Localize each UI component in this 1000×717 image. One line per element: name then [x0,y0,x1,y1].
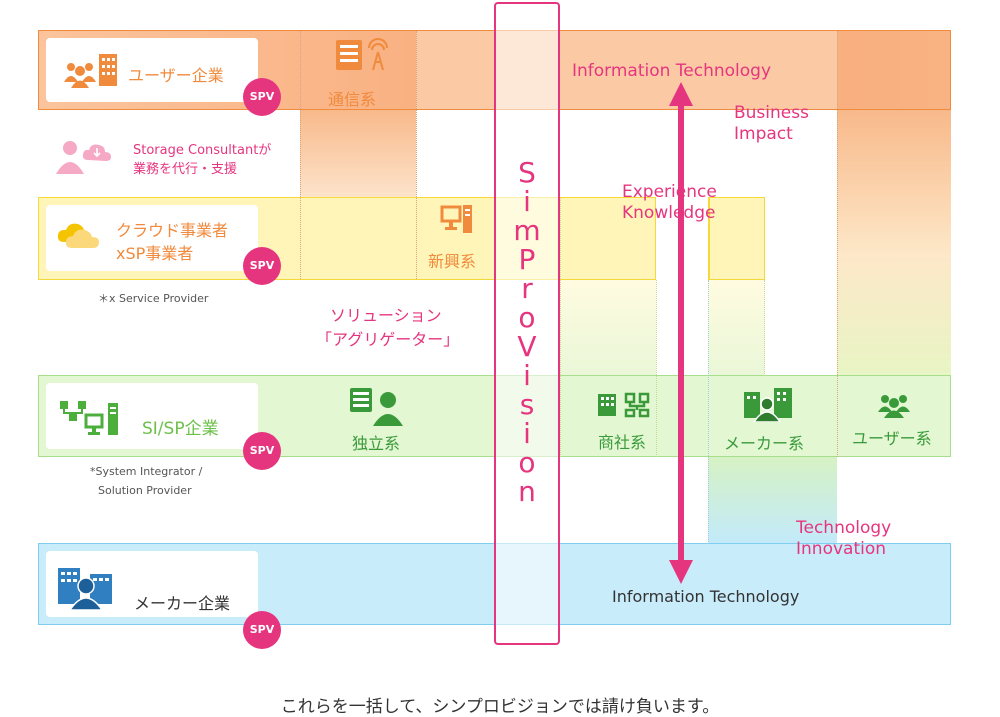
maker-building-person-icon [58,568,112,610]
simprovision-text: S i m P r o V i s i o n [512,158,542,506]
column-shinko: 新興系 [428,252,477,271]
maker-gradient [708,280,765,376]
telecom-server-antenna-icon [336,38,388,71]
tech-innovation-label-1: Technology [796,518,892,538]
simprovision-letter: P [518,243,536,276]
cloud-provider-label: クラウド事業者 [116,221,229,240]
user-company-label: ユーザー企業 [128,66,224,85]
network-icon [60,401,118,435]
column-shosha: 商社系 [598,433,647,452]
double-arrow [669,82,693,584]
column-dokuritsu: 独立系 [352,434,401,453]
simprovision-letter: i [523,417,531,450]
column-user: ユーザー系 [852,429,932,448]
maker-blue-gradient [708,457,837,544]
column-tsushin: 通信系 [328,90,377,109]
divider [416,31,417,279]
spv-badge: SPV [243,611,281,649]
divider [300,31,301,279]
simprovision-letter: i [523,185,531,218]
user-band-light [416,31,837,109]
si-note-line1: *System Integrator / [90,465,203,478]
divider [560,198,561,457]
column-maker: メーカー系 [724,434,805,453]
simprovision-letter: o [518,301,536,334]
it-top-label: Information Technology [572,61,772,81]
experience-label: Experience [622,182,717,202]
si-note-line2: Solution Provider [98,484,192,497]
solution-aggregator-line1: ソリューション [330,306,442,325]
si-company-label: SI/SP企業 [142,419,219,439]
storage-consultant-text-1: Storage Consultantが [133,143,272,158]
simprovision-letter: V [517,330,537,363]
server-person-icon [350,388,403,426]
spv-badge: SPV [243,432,281,470]
simprovision-letter: i [523,359,531,392]
divider [837,31,838,457]
business-impact-label-1: Business [734,103,809,123]
business-impact-label-2: Impact [734,124,793,144]
it-bottom-label: Information Technology [612,587,800,606]
building-icon [99,54,117,86]
tech-innovation-label-2: Innovation [796,539,887,559]
maker-building-person-icon-green [744,388,792,422]
storage-consultant-text-2: 業務を代行・支援 [133,162,238,177]
simprovision-letter: m [513,214,541,247]
simprovision-letter: s [519,388,535,421]
simprovision-letter: o [518,446,536,479]
consultant-cloud-icon [56,141,111,174]
spv-badge: SPV [243,247,281,285]
maker-company-label: メーカー企業 [134,594,231,613]
cloud-icon [57,223,99,248]
simprovision-letter: S [518,156,536,189]
si-label-box [46,383,258,449]
knowledge-label: Knowledge [622,203,716,223]
tsushin-column-fill [300,110,416,198]
users-icon-green [878,395,910,418]
spv-badge: SPV [243,78,281,116]
xsp-provider-label: xSP事業者 [116,244,194,263]
trading-building-network-icon [598,392,650,418]
pc-server-icon [440,205,472,233]
divider [764,280,765,376]
simprovision-letter: n [518,475,536,508]
users-icon [64,63,96,88]
divider [656,280,657,457]
footer-text: これらを一括して、シンプロビジョンでは請け負います。 [280,697,720,717]
user-column-fill [837,110,951,376]
xsp-note: ＊x Service Provider [98,292,209,305]
shosha-gradient [560,280,656,376]
cloud-band-right [708,197,765,280]
simprovision-bar [494,2,560,645]
divider [708,280,709,544]
solution-aggregator-line2: 「アグリゲーター」 [316,330,460,349]
simprovision-letter: r [521,272,533,305]
